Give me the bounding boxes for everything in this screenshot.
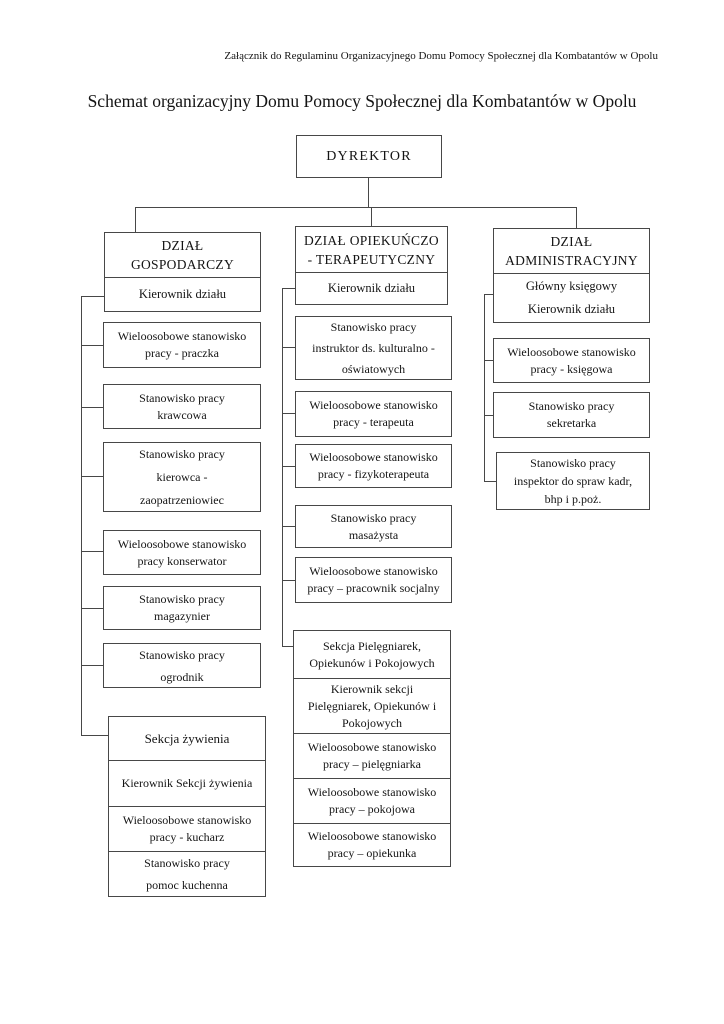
connector-stub — [81, 407, 103, 408]
unit-box-konserwator: Wieloosobowe stanowisko pracy konserwato… — [103, 530, 261, 575]
unit-box-fizykoterapeuta: Wieloosobowe stanowisko pracy - fizykote… — [295, 444, 452, 488]
connector-stub — [484, 415, 493, 416]
unit-box-instruktor: Stanowisko pracy instruktor ds. kultural… — [295, 316, 452, 380]
unit-box-ogrodnik: Stanowisko pracy ogrodnik — [103, 643, 261, 688]
section-title: Sekcja żywienia — [144, 731, 230, 747]
section-row-pomoc-kuchenna: Stanowisko pracy pomoc kuchenna — [109, 851, 265, 896]
unit-box-terapeuta: Wieloosobowe stanowisko pracy - terapeut… — [295, 391, 452, 437]
attachment-note: Załącznik do Regulaminu Organizacyjnego … — [224, 50, 658, 62]
unit-box-krawcowa: Stanowisko pracy krawcowa — [103, 384, 261, 429]
connector-stub — [282, 347, 295, 348]
section-row-kucharz: Wieloosobowe stanowisko pracy - kucharz — [109, 805, 265, 851]
section-row-opiekunka: Wieloosobowe stanowisko pracy – opiekunk… — [294, 823, 450, 866]
page-title: Schemat organizacyjny Domu Pomocy Społec… — [87, 91, 637, 111]
section-title: Sekcja Pielęgniarek, Opiekunów i Pokojow… — [309, 638, 435, 670]
connector-stub — [484, 360, 493, 361]
connector-root-drop — [368, 178, 369, 207]
connector-stub — [282, 646, 294, 647]
unit-box-kierowca: Stanowisko pracy kierowca - zaopatrzenio… — [103, 442, 261, 512]
dept-title: DZIAŁ ADMINISTRACYJNY — [505, 234, 638, 268]
section-row-kierownik-zywienia: Kierownik Sekcji żywienia — [109, 760, 265, 805]
connector-top-rail — [135, 207, 577, 208]
org-box-dyrektor: DYREKTOR — [296, 135, 442, 178]
dept-box-opiekunczo-terapeutyczny: DZIAŁ OPIEKUŃCZO - TERAPEUTYCZNY Kierown… — [295, 226, 448, 305]
dept-manager: Główny księgowy Kierownik działu — [494, 273, 649, 322]
dept-box-administracyjny: DZIAŁ ADMINISTRACYJNY Główny księgowy Ki… — [493, 228, 650, 323]
section-group-pielegniarek: Sekcja Pielęgniarek, Opiekunów i Pokojow… — [293, 630, 451, 867]
unit-box-sekretarka: Stanowisko pracy sekretarka — [493, 392, 650, 438]
section-group-zywienia: Sekcja żywienia Kierownik Sekcji żywieni… — [108, 716, 266, 897]
dept-title: DZIAŁ GOSPODARCZY — [130, 238, 235, 272]
connector-drop-col3 — [576, 207, 577, 228]
connector-drop-col2 — [371, 207, 372, 226]
unit-box-pracownik-socjalny: Wieloosobowe stanowisko pracy – pracowni… — [295, 557, 452, 603]
connector-stub — [282, 526, 295, 527]
connector-stub — [81, 345, 103, 346]
connector-stub — [484, 481, 496, 482]
dept-manager: Kierownik działu — [296, 272, 447, 304]
dept-box-gospodarczy: DZIAŁ GOSPODARCZY Kierownik działu — [104, 232, 261, 312]
connector-drop-col1 — [135, 207, 136, 232]
section-row-pokojowa: Wieloosobowe stanowisko pracy – pokojowa — [294, 778, 450, 823]
connector-stub — [81, 476, 103, 477]
connector-stub — [81, 665, 103, 666]
connector-stub — [81, 551, 103, 552]
section-row-kierownik-sekcji: Kierownik sekcji Pielęgniarek, Opiekunów… — [294, 678, 450, 733]
connector-stub — [282, 413, 295, 414]
connector-spine-col3 — [484, 294, 485, 482]
dept-title: DZIAŁ OPIEKUŃCZO - TERAPEUTYCZNY — [304, 232, 439, 267]
unit-box-praczka: Wieloosobowe stanowisko pracy - praczka — [103, 322, 261, 368]
connector-stub — [484, 294, 493, 295]
unit-box-masazysta: Stanowisko pracy masażysta — [295, 505, 452, 548]
connector-spine-col1 — [81, 296, 82, 736]
connector-stub — [81, 608, 103, 609]
connector-stub — [282, 580, 295, 581]
unit-box-magazynier: Stanowisko pracy magazynier — [103, 586, 261, 630]
connector-stub — [282, 466, 295, 467]
connector-stub — [81, 735, 109, 736]
dept-manager: Kierownik działu — [105, 277, 260, 311]
unit-box-ksiegowa: Wieloosobowe stanowisko pracy - księgowa — [493, 338, 650, 383]
connector-stub — [282, 288, 295, 289]
connector-spine-col2 — [282, 288, 283, 647]
connector-stub — [81, 296, 104, 297]
unit-box-inspektor-kadr: Stanowisko pracy inspektor do spraw kadr… — [496, 452, 650, 510]
section-row-pielegniarka: Wieloosobowe stanowisko pracy – pielęgni… — [294, 733, 450, 778]
